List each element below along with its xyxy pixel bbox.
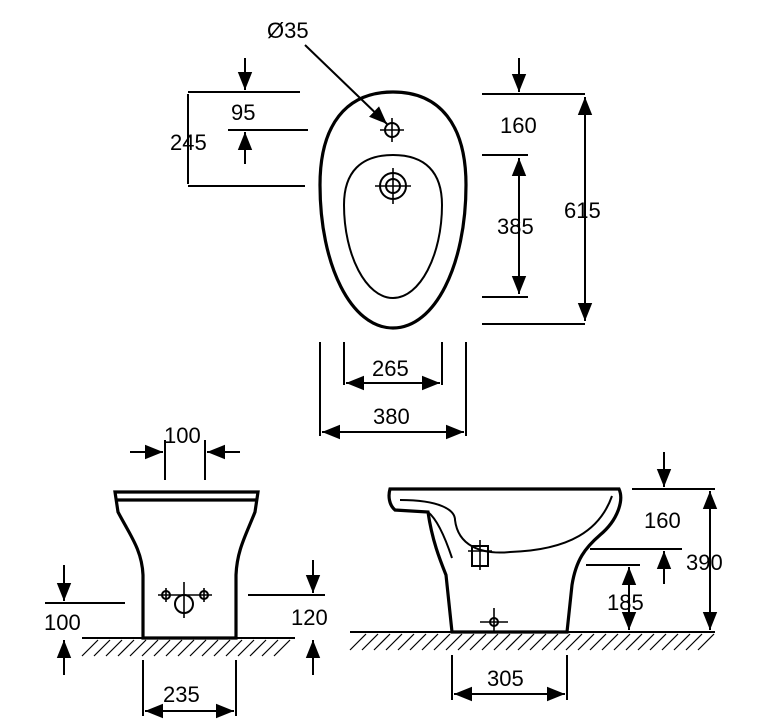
tap-hole	[380, 118, 404, 142]
label-100-top: 100	[164, 423, 201, 448]
label-160-top: 160	[500, 113, 537, 138]
label-120: 120	[291, 605, 328, 630]
leader-hole-diameter	[304, 44, 388, 125]
label-160-side: 160	[644, 508, 681, 533]
drain-hole	[375, 168, 411, 204]
label-235: 235	[163, 682, 200, 707]
label-380: 380	[373, 404, 410, 429]
side-view-inner-bowl	[399, 495, 613, 554]
side-floor-hatch	[349, 633, 715, 651]
label-265: 265	[372, 356, 409, 381]
label-305: 305	[487, 666, 524, 691]
front-floor-hatch	[81, 639, 291, 657]
top-view-outer-rim	[318, 90, 468, 330]
label-185: 185	[607, 590, 644, 615]
side-view: 160 390 185 305	[349, 452, 723, 702]
side-floor-fixing	[480, 608, 508, 632]
label-385: 385	[497, 214, 534, 239]
front-fixing-holes	[158, 582, 212, 618]
label-hole-diameter: Ø35	[267, 18, 309, 43]
label-245: 245	[170, 130, 207, 155]
label-615: 615	[564, 198, 601, 223]
top-view-inner-basin	[342, 153, 444, 300]
top-view: Ø35 95 245 160 385 615 265	[170, 18, 601, 440]
side-view-body	[387, 487, 623, 634]
label-100-left: 100	[44, 610, 81, 635]
label-390: 390	[686, 550, 723, 575]
side-drain	[468, 540, 492, 570]
front-view-body	[113, 490, 260, 640]
front-view: 100 100	[44, 423, 328, 719]
label-95: 95	[231, 100, 255, 125]
